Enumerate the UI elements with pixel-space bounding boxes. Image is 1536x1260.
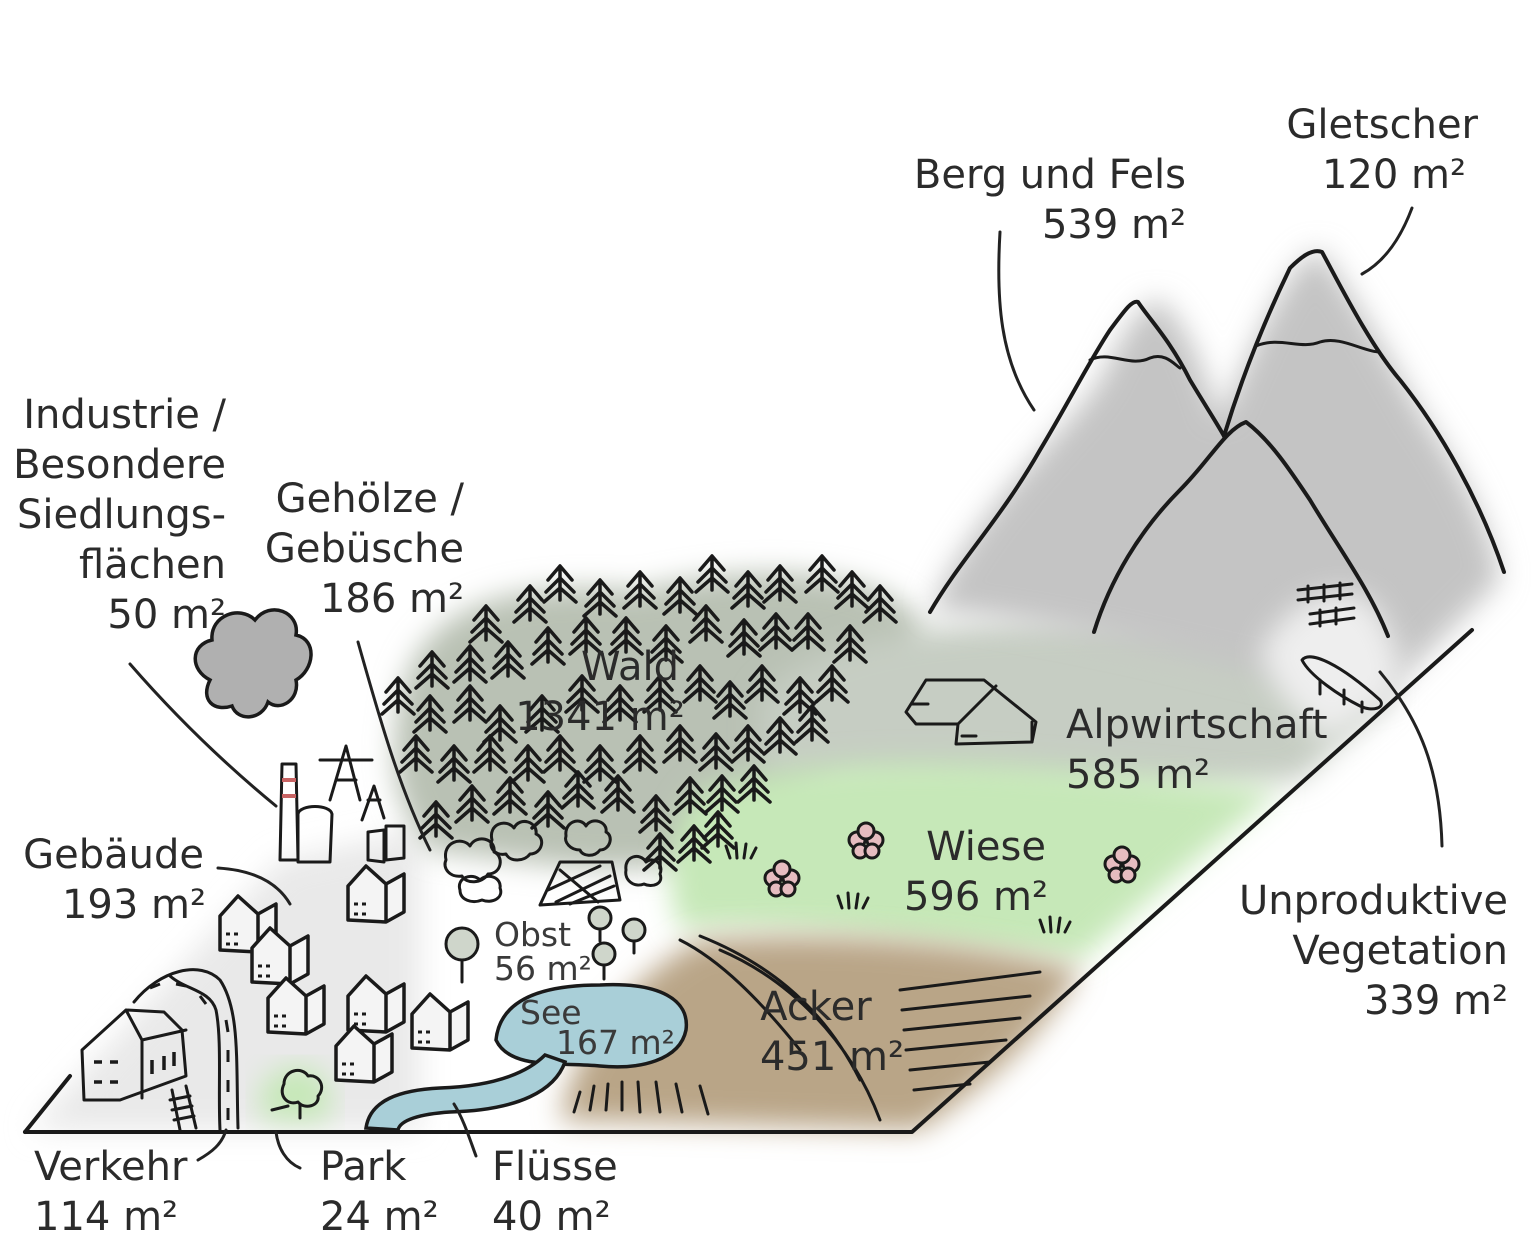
- tank-icon: [366, 824, 406, 864]
- label-industrie-line-2: Besondere: [13, 442, 226, 488]
- road-icon: [132, 968, 240, 1132]
- large-building-icon: [80, 1008, 188, 1102]
- railway-icon: [168, 1084, 198, 1132]
- park-tree-icon: [270, 1068, 324, 1120]
- conifer-tree-icon: [542, 564, 578, 604]
- label-gletscher: Gletscher 120 m²: [1286, 102, 1478, 198]
- label-see-value: 167 m²: [556, 1023, 675, 1062]
- label-verkehr-name: Verkehr: [34, 1144, 188, 1190]
- label-park-name: Park: [320, 1144, 407, 1190]
- label-berg: Berg und Fels 539 m²: [914, 152, 1186, 248]
- label-berg-name: Berg und Fels: [914, 152, 1186, 198]
- label-alpwirtschaft-name: Alpwirtschaft: [1066, 702, 1328, 748]
- house-icon: [410, 992, 470, 1052]
- mountain-peaks: [928, 249, 1506, 638]
- label-obst-name: Obst: [494, 915, 571, 954]
- label-gebaeude-value: 193 m²: [62, 882, 206, 928]
- settlement-area: [30, 830, 420, 1130]
- label-gehoelze-line-2: Gebüsche: [265, 526, 464, 572]
- label-wiese-value: 596 m²: [904, 874, 1048, 920]
- label-acker-value: 451 m²: [760, 1034, 904, 1080]
- fence-icon: [1296, 581, 1383, 714]
- unproductive-vegetation-area: [1260, 592, 1401, 740]
- label-gehoelze: Gehölze / Gebüsche 186 m²: [265, 476, 465, 622]
- label-wald-name: Wald: [581, 644, 679, 690]
- label-gebaeude: Gebäude 193 m²: [23, 832, 206, 928]
- label-acker-name: Acker: [760, 984, 872, 1030]
- label-obst: Obst 56 m²: [494, 915, 592, 988]
- field-furrows: [572, 934, 1042, 1122]
- label-unproduktive-line-2: Vegetation: [1292, 928, 1508, 974]
- shrub-icons: [443, 819, 663, 904]
- label-verkehr: Verkehr 114 m²: [34, 1144, 188, 1240]
- label-fluesse-value: 40 m²: [492, 1194, 611, 1240]
- label-wiese-name: Wiese: [926, 824, 1046, 870]
- conifer-tree-icon: [804, 554, 840, 594]
- log-pile-icon: [538, 860, 622, 907]
- label-gehoelze-line-1: Gehölze /: [276, 476, 465, 522]
- label-unproduktive-line-1: Unproduktive: [1239, 878, 1508, 924]
- label-gehoelze-value: 186 m²: [320, 576, 464, 622]
- conifer-tree-icon: [694, 554, 730, 594]
- label-park-value: 24 m²: [320, 1194, 439, 1240]
- label-unproduktive: Unproduktive Vegetation 339 m²: [1239, 878, 1508, 1024]
- smoke-cloud-icon: [193, 608, 313, 719]
- label-industrie-line-1: Industrie /: [23, 392, 226, 438]
- factory-chimney-icon: [278, 762, 334, 864]
- label-gletscher-name: Gletscher: [1286, 102, 1478, 148]
- river: [363, 1052, 568, 1132]
- label-gletscher-value: 120 m²: [1322, 152, 1466, 198]
- mountain-area: [930, 250, 1500, 700]
- label-see: See 167 m²: [520, 993, 675, 1062]
- label-acker: Acker 451 m²: [760, 984, 904, 1080]
- label-gebaeude-name: Gebäude: [23, 832, 204, 878]
- label-wiese: Wiese 596 m²: [904, 824, 1048, 920]
- label-obst-value: 56 m²: [494, 949, 592, 988]
- label-berg-value: 539 m²: [1042, 202, 1186, 248]
- alpine-hut-icon: [904, 678, 1038, 746]
- label-wald-value: 1341 m²: [515, 694, 685, 740]
- label-unproduktive-value: 339 m²: [1364, 978, 1508, 1024]
- label-verkehr-value: 114 m²: [34, 1194, 178, 1240]
- label-wald: Wald 1341 m²: [515, 644, 685, 740]
- label-industrie: Industrie / Besondere Siedlungs- flächen…: [13, 392, 226, 638]
- label-fluesse-name: Flüsse: [492, 1144, 618, 1190]
- power-pylon-icon: [318, 744, 386, 822]
- label-park: Park 24 m²: [320, 1144, 439, 1240]
- label-fluesse: Flüsse 40 m²: [492, 1144, 618, 1240]
- label-alpwirtschaft: Alpwirtschaft 585 m²: [1066, 702, 1328, 798]
- label-industrie-line-4: flächen: [79, 542, 226, 588]
- label-see-name: See: [520, 993, 582, 1032]
- label-alpwirtschaft-value: 585 m²: [1066, 752, 1210, 798]
- label-industrie-value: 50 m²: [107, 592, 226, 638]
- leader-lines: [128, 206, 1444, 1170]
- ground-outline: [23, 628, 1474, 1134]
- label-industrie-line-3: Siedlungs-: [17, 492, 226, 538]
- meadow-area: [669, 762, 1280, 960]
- fruit-tree-icons: [444, 905, 647, 984]
